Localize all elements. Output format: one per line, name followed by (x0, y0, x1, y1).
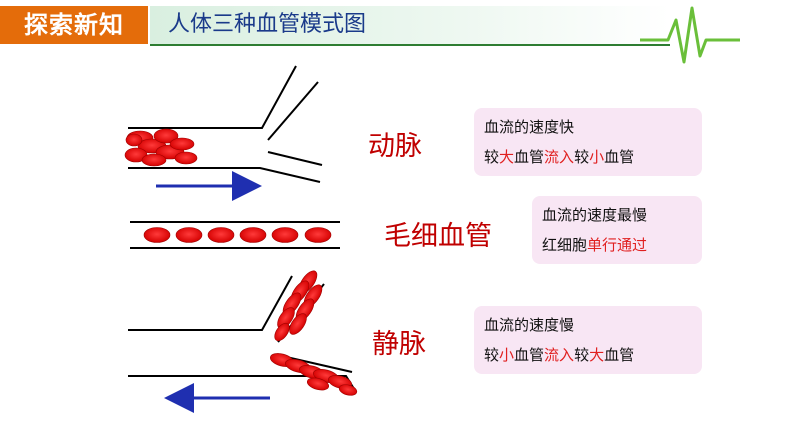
capillary-red-cells (143, 227, 332, 243)
title-underline (150, 44, 670, 46)
text-segment: 单行通过 (587, 236, 648, 254)
text-segment: 红细胞 (542, 236, 588, 254)
text-segment: 血管 (514, 148, 545, 166)
text-segment: 血管 (604, 346, 635, 364)
section-tag: 探索新知 (0, 6, 148, 44)
artery-speed-text: 血流的速度快 (484, 118, 575, 136)
vein-info-box: 血流的速度慢 较小血管流入较大血管 (474, 306, 702, 374)
text-segment: 小 (499, 346, 515, 364)
text-segment: 较 (574, 346, 590, 364)
vein-red-cells-lower (270, 353, 358, 396)
text-segment: 血管 (514, 346, 545, 364)
text-segment: 大 (499, 148, 515, 166)
text-segment: 血管 (604, 148, 635, 166)
capillary-flow-text: 红细胞单行通过 (542, 230, 692, 260)
text-segment: 较 (484, 346, 500, 364)
text-segment: 较 (574, 148, 590, 166)
page-title: 人体三种血管模式图 (168, 12, 367, 37)
vein-red-cells-upper (274, 270, 323, 342)
artery-flow-text: 较大血管流入较小血管 (484, 142, 692, 172)
text-segment: 较 (484, 148, 500, 166)
artery-info-box: 血流的速度快 较大血管流入较小血管 (474, 108, 702, 176)
heartbeat-pulse-icon (640, 6, 740, 64)
text-segment: 流入 (544, 346, 575, 364)
vein-vessel (128, 270, 358, 413)
vein-speed-text: 血流的速度慢 (484, 316, 575, 334)
capillary-label: 毛细血管 (384, 221, 492, 252)
text-segment: 小 (589, 148, 605, 166)
capillary-info-box: 血流的速度最慢 红细胞单行通过 (532, 196, 702, 264)
capillary-vessel (130, 221, 340, 249)
artery-label: 动脉 (368, 131, 422, 162)
title-bar (150, 6, 670, 44)
text-segment: 大 (589, 346, 605, 364)
capillary-speed-text: 血流的速度最慢 (542, 206, 648, 224)
artery-vessel (124, 65, 323, 201)
vein-flow-text: 较小血管流入较大血管 (484, 340, 692, 370)
artery-red-cells (124, 128, 198, 167)
vein-label: 静脉 (372, 329, 426, 360)
text-segment: 流入 (544, 148, 575, 166)
